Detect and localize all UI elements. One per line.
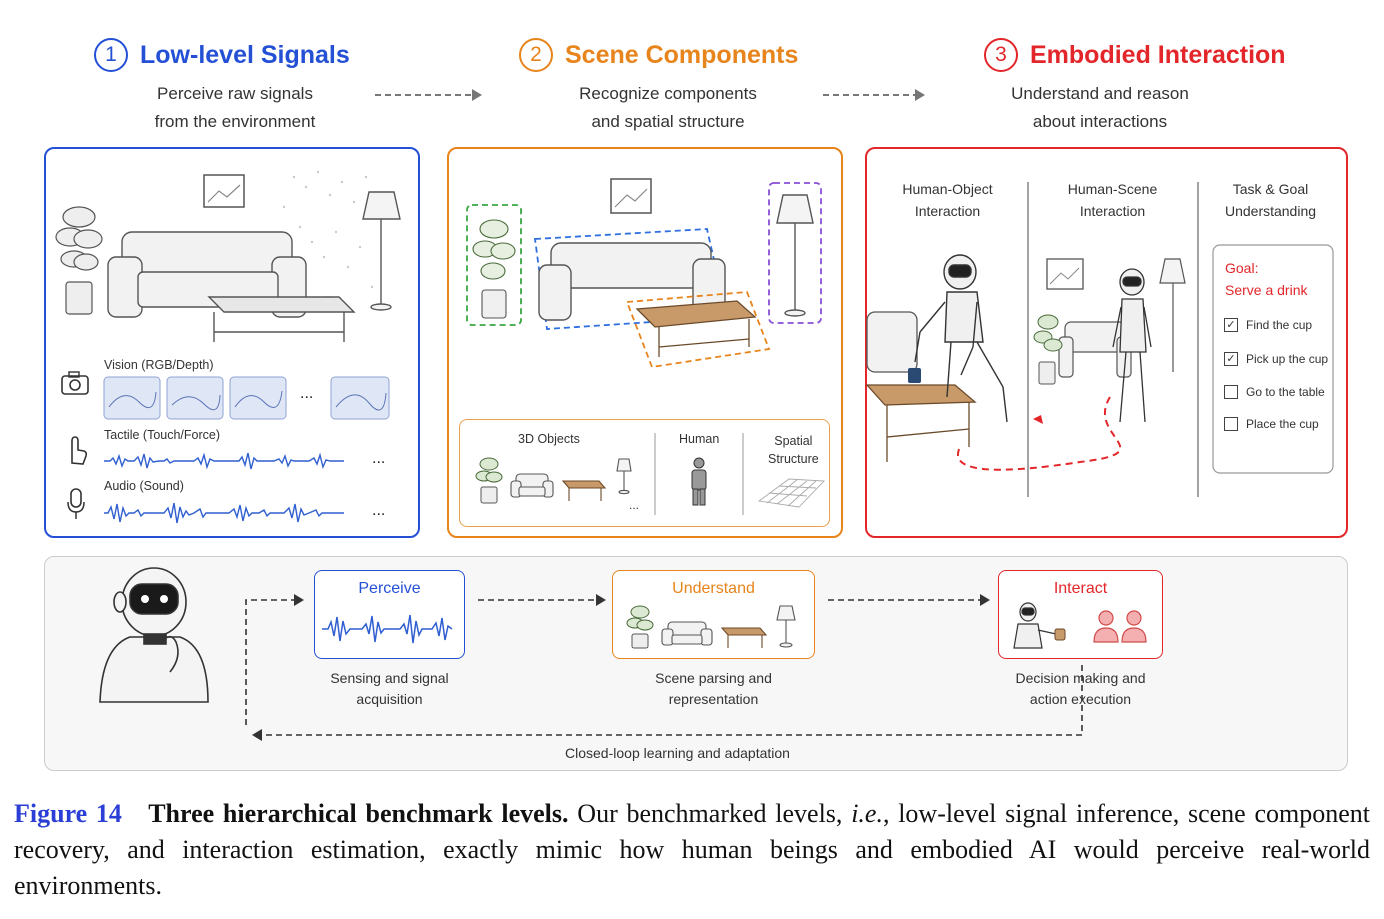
audio-waveform xyxy=(104,502,344,524)
figure-caption: Figure 14 Three hierarchical benchmark l… xyxy=(14,796,1370,904)
spatial-label: Spatial Structure xyxy=(768,432,819,468)
living-room-illustration-1 xyxy=(55,170,401,342)
stage-3-header: 3 Embodied Interaction xyxy=(984,38,1286,72)
audio-label: Audio (Sound) xyxy=(104,479,184,493)
tactile-waveform xyxy=(104,452,344,470)
task-item: Go to the table xyxy=(1224,383,1344,405)
perceive-desc: Sensing and signal acquisition xyxy=(300,668,479,710)
goal-text: Serve a drink xyxy=(1225,282,1308,298)
thinking-robot-illustration xyxy=(99,567,209,703)
understand-title: Understand xyxy=(672,580,755,597)
tactile-ellipsis: ... xyxy=(372,450,386,467)
vision-frames xyxy=(103,376,390,420)
stage-2-title: Scene Components xyxy=(565,40,799,69)
stage-2-sub-line2: and spatial structure xyxy=(591,112,745,131)
perceive-title: Perceive xyxy=(358,580,421,597)
closed-loop-label: Closed-loop learning and adaptation xyxy=(565,745,790,761)
col-task-goal-line2: Understanding xyxy=(1224,203,1317,219)
caption-title: Three hierarchical benchmark levels. xyxy=(148,799,569,828)
spatial-label-line2: Structure xyxy=(768,452,819,466)
vision-label: Vision (RGB/Depth) xyxy=(104,358,214,372)
understand-desc-line2: representation xyxy=(668,691,759,707)
stage-3-subtitle: Understand and reason about interactions xyxy=(975,80,1225,136)
stage-3-sub-line1: Understand and reason xyxy=(1011,84,1189,103)
task-item: ✓ Pick up the cup xyxy=(1224,350,1344,372)
caption-text-b: , low-level signal inference, scene comp… xyxy=(14,799,1370,900)
stage-1-sub-line1: Perceive raw signals xyxy=(157,84,313,103)
stage-3-sub-line2: about interactions xyxy=(1032,112,1168,131)
checkbox-checked-icon: ✓ xyxy=(1224,352,1238,366)
task-label: Find the cup xyxy=(1246,318,1313,332)
stage-3-title: Embodied Interaction xyxy=(1030,40,1286,69)
stage-3-number: 3 xyxy=(984,38,1018,72)
stage-1-subtitle: Perceive raw signals from the environmen… xyxy=(110,80,360,136)
col-task-goal-line1: Task & Goal xyxy=(1232,181,1309,197)
touch-hand-icon xyxy=(64,433,88,472)
interaction-illustration xyxy=(865,182,1334,497)
col-human-scene: Human-Scene Interaction xyxy=(1050,178,1175,222)
caption-ie: i.e. xyxy=(851,799,883,828)
living-room-illustration-2 xyxy=(466,178,822,368)
col-human-object-line1: Human-Object xyxy=(902,181,993,197)
task-item: Place the cup xyxy=(1224,415,1344,437)
task-label: Pick up the cup xyxy=(1246,352,1329,366)
task-label: Go to the table xyxy=(1246,385,1325,399)
human-label: Human xyxy=(679,432,720,446)
audio-ellipsis: ... xyxy=(372,502,386,519)
checkbox-checked-icon: ✓ xyxy=(1224,318,1238,332)
perceive-waveform xyxy=(322,614,453,644)
stage-1-header: 1 Low-level Signals xyxy=(94,38,350,72)
stage-1-number: 1 xyxy=(94,38,128,72)
task-label: Place the cup xyxy=(1246,417,1319,431)
col-human-scene-line1: Human-Scene xyxy=(1067,181,1158,197)
objects-label: 3D Objects xyxy=(518,432,580,446)
panel-low-level-signals xyxy=(44,147,420,538)
understand-desc: Scene parsing and representation xyxy=(612,668,815,710)
interact-icons xyxy=(1013,602,1147,649)
caption-label: Figure 14 xyxy=(14,799,122,828)
stage-2-header: 2 Scene Components xyxy=(519,38,798,72)
col-task-goal: Task & Goal Understanding xyxy=(1208,178,1333,222)
stage-2-sub-line1: Recognize components xyxy=(579,84,757,103)
interact-title: Interact xyxy=(1053,580,1108,597)
goal-label: Goal: xyxy=(1225,260,1259,276)
caption-text-a: Our benchmarked levels, xyxy=(568,799,852,828)
checkbox-empty-icon xyxy=(1224,417,1238,431)
col-human-object-line2: Interaction xyxy=(914,203,981,219)
stage-1-title: Low-level Signals xyxy=(140,40,350,69)
components-legend-icons: ... xyxy=(475,433,826,515)
task-item: ✓ Find the cup xyxy=(1224,316,1344,338)
interact-desc: Decision making and action execution xyxy=(985,668,1176,710)
vision-ellipsis: ... xyxy=(300,385,314,402)
camera-icon xyxy=(60,370,90,401)
stage-2-number: 2 xyxy=(519,38,553,72)
perceive-box xyxy=(314,570,465,659)
col-human-object: Human-Object Interaction xyxy=(885,178,1010,222)
stage-2-subtitle: Recognize components and spatial structu… xyxy=(543,80,793,136)
understand-icons xyxy=(626,605,796,649)
stage-arrows xyxy=(375,89,925,101)
col-human-scene-line2: Interaction xyxy=(1079,203,1146,219)
stage-1-sub-line2: from the environment xyxy=(154,112,316,131)
perceive-desc-line1: Sensing and signal xyxy=(330,670,449,686)
understand-desc-line1: Scene parsing and xyxy=(655,670,772,686)
perceive-desc-line2: acquisition xyxy=(356,691,423,707)
interact-desc-line1: Decision making and xyxy=(1015,670,1146,686)
microphone-icon xyxy=(66,487,86,526)
svg-text:...: ... xyxy=(629,498,639,512)
components-legend-box xyxy=(459,419,830,527)
spatial-label-line1: Spatial xyxy=(774,434,813,448)
checkbox-empty-icon xyxy=(1224,385,1238,399)
interact-desc-line2: action execution xyxy=(1029,691,1132,707)
tactile-label: Tactile (Touch/Force) xyxy=(104,428,221,442)
